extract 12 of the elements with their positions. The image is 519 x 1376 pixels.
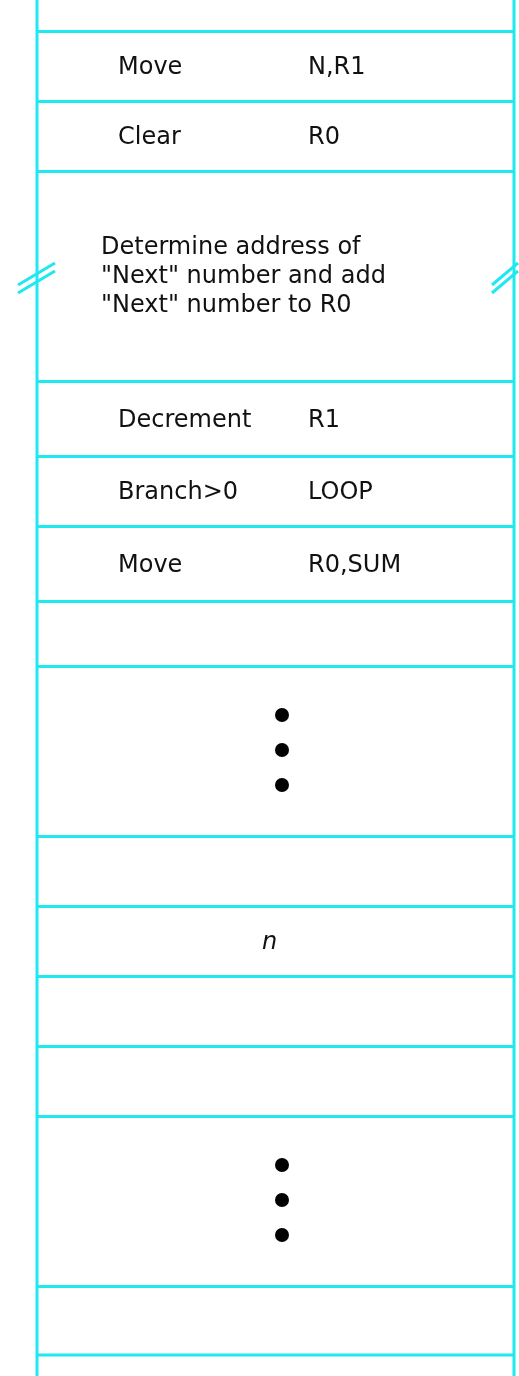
- operand-text: LOOP: [308, 477, 373, 505]
- opcode-text: Move: [118, 549, 183, 578]
- operand-text: R0,SUM: [308, 549, 402, 578]
- instruction-text: Determine address of "Next" number and add "Next" number to R0: [101, 232, 387, 319]
- operand-text: R0: [308, 122, 340, 150]
- opcode-text: Decrement: [118, 404, 252, 433]
- operand-text: N,R1: [308, 52, 366, 80]
- opcode-text: Branch>0: [118, 477, 239, 505]
- opcode-text: Move: [118, 52, 183, 80]
- memory-value: n: [262, 927, 278, 955]
- operand-text: R1: [308, 404, 340, 433]
- opcode-text: Clear: [118, 122, 181, 150]
